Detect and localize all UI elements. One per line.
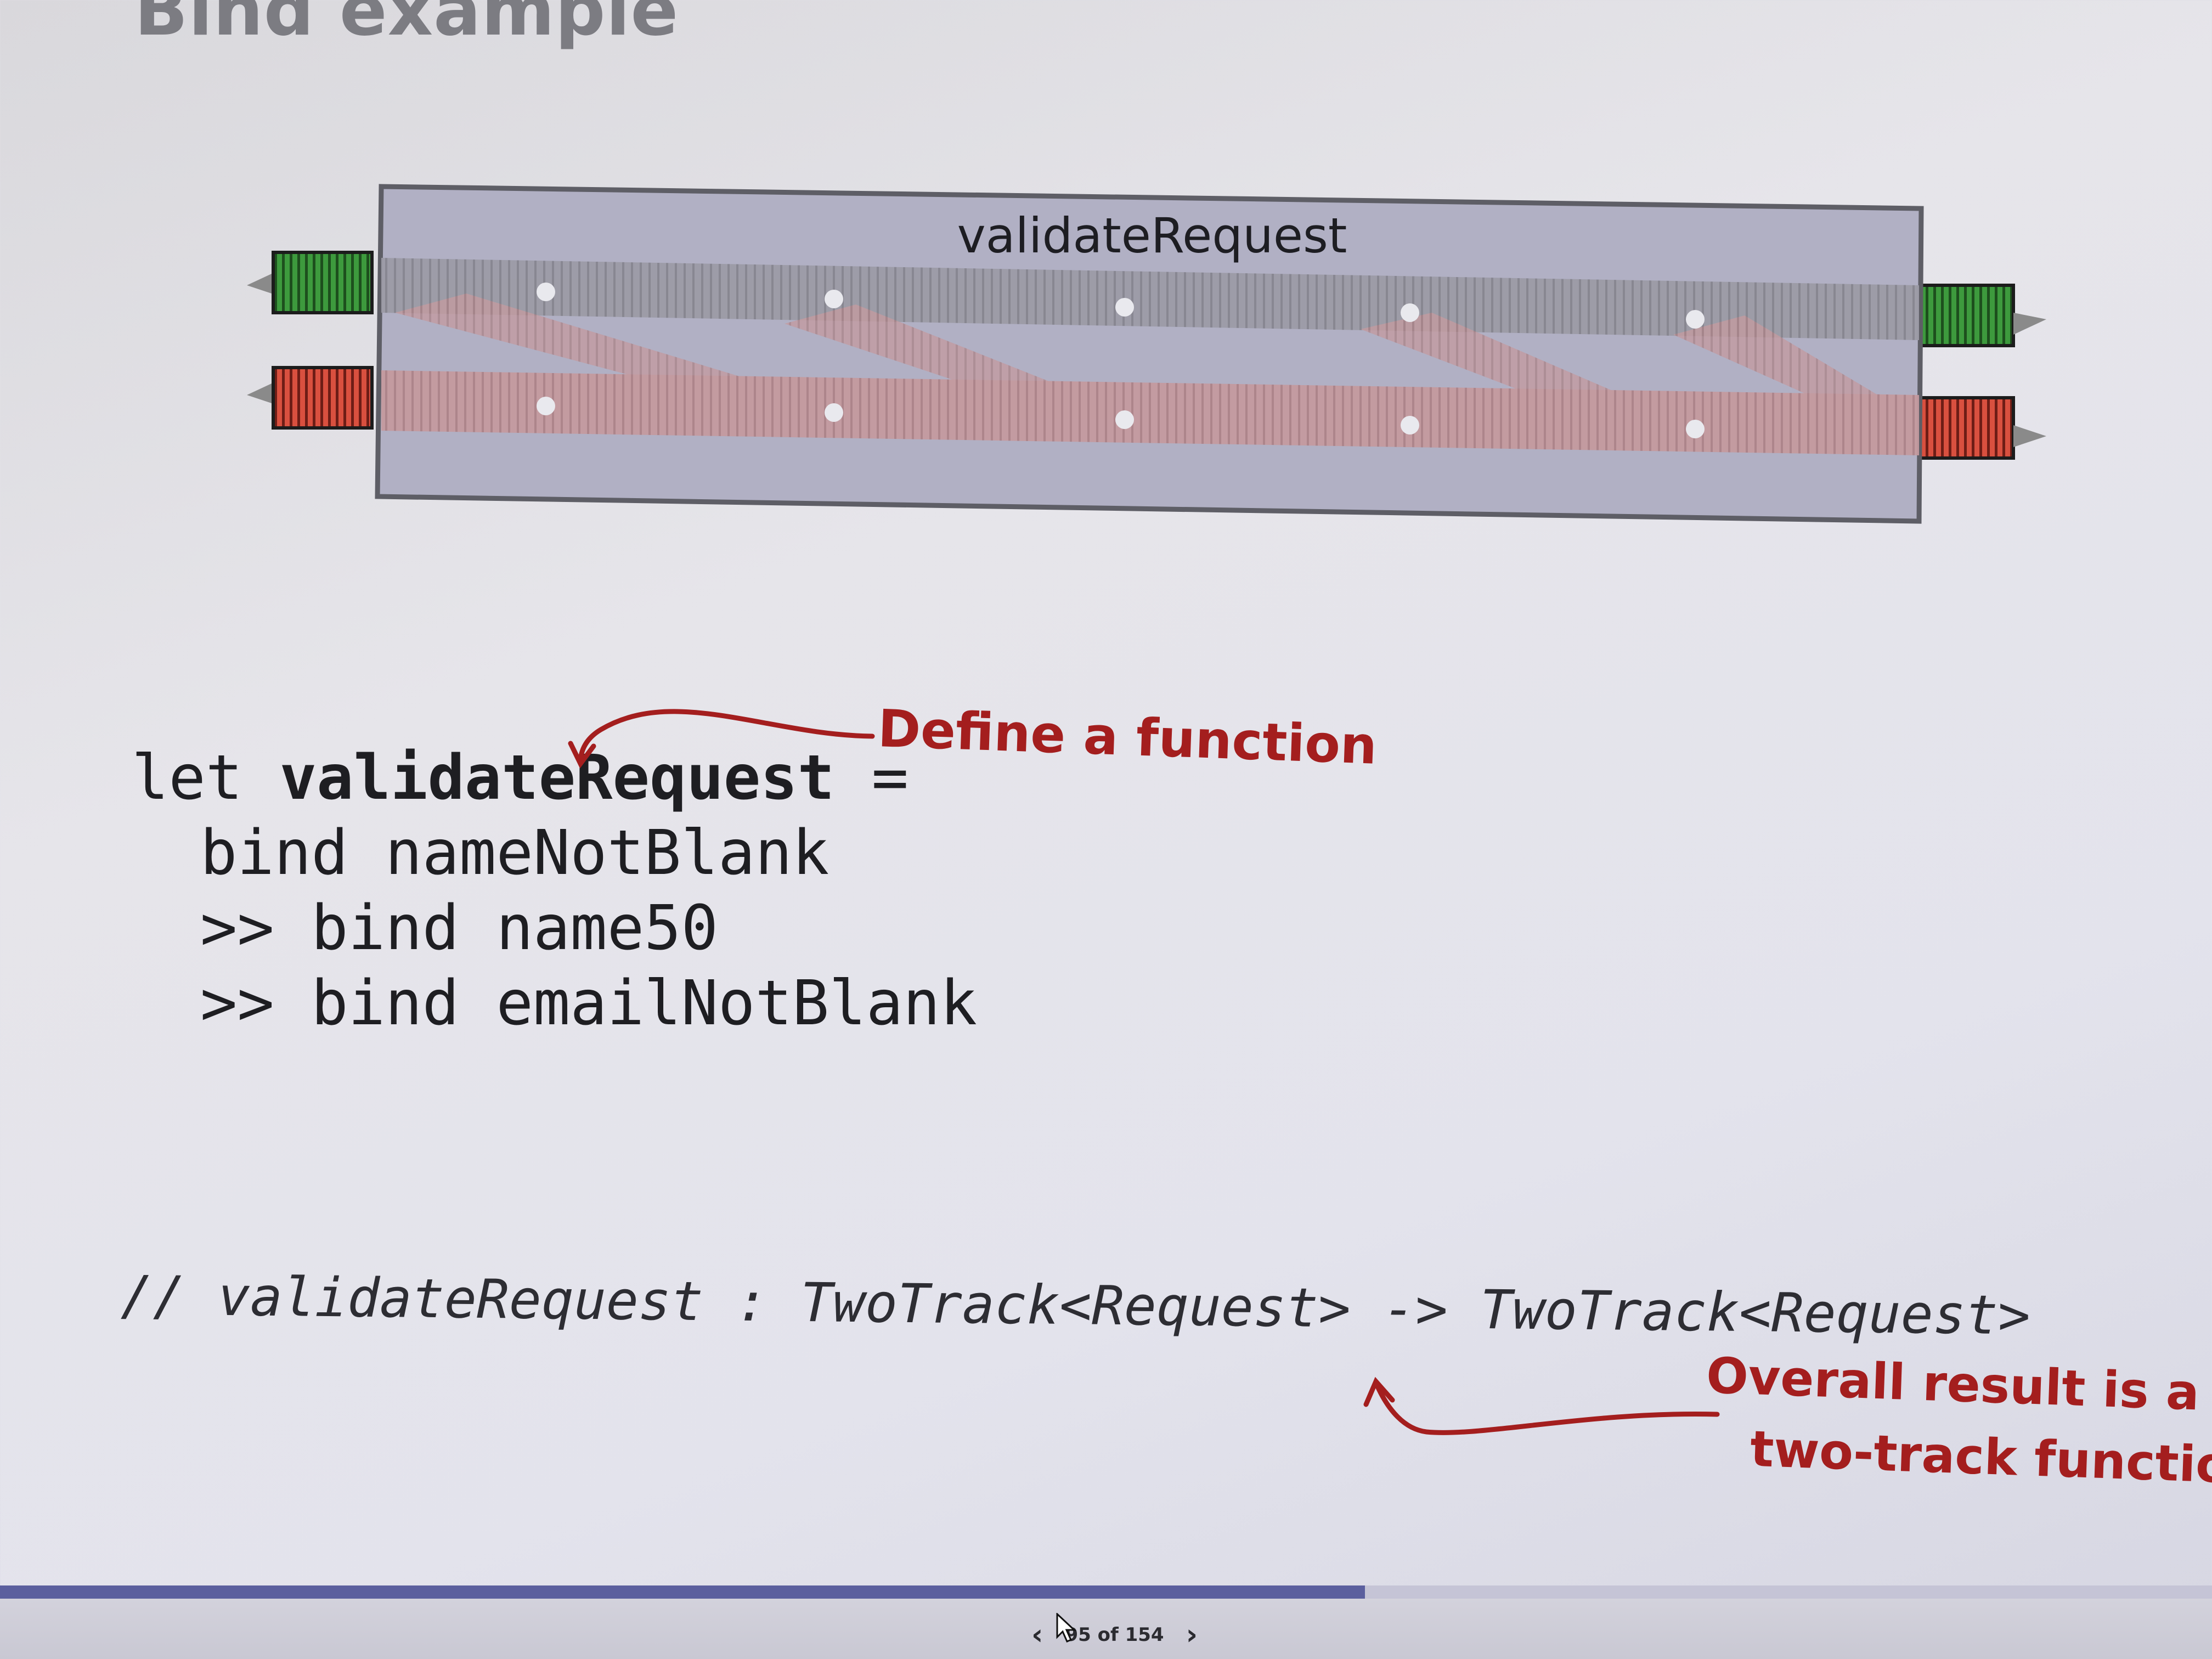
left-success-stub: [247, 251, 374, 314]
right-success-stub: [1913, 284, 2046, 347]
code-keyword-let: let: [132, 742, 280, 814]
mouse-cursor-icon: [1056, 1613, 1076, 1643]
railway-diagram-svg: validateRequest: [247, 184, 2046, 524]
slide-pager: ‹ 95 of 154 ›: [1031, 1618, 1198, 1651]
code-line-bind-email-not-blank: >> bind emailNotBlank: [200, 968, 978, 1039]
code-block: let validateRequest = bind nameNotBlank …: [132, 741, 977, 1041]
type-signature-comment: // validateRequest : TwoTrack<Request> -…: [120, 1265, 2031, 1347]
presentation-footer: [0, 1599, 2212, 1659]
slide-progress-fill: [0, 1585, 1365, 1599]
code-function-name: validateRequest: [279, 742, 835, 814]
right-failure-stub: [1913, 396, 2046, 460]
annotation-overall-result-line2: two-track function: [1749, 1420, 2212, 1496]
code-line-bind-name-not-blank: bind nameNotBlank: [200, 817, 830, 889]
two-track-diagram: validateRequest: [236, 176, 2063, 538]
slide-title: Bind example: [134, 0, 679, 52]
next-slide-button[interactable]: ›: [1186, 1618, 1198, 1651]
page-indicator: 95 of 154: [1065, 1624, 1164, 1646]
annotation-overall-result-line1: Overall result is a new: [1705, 1347, 2200, 1422]
left-failure-stub: [247, 366, 374, 430]
arrow-overall-result: [1363, 1376, 1720, 1435]
function-box-label: validateRequest: [957, 207, 1347, 264]
code-equals: =: [834, 742, 909, 814]
code-line-let: let validateRequest =: [132, 741, 977, 816]
code-line-bind-name50: >> bind name50: [200, 893, 719, 964]
junction-dots: [537, 283, 1705, 438]
previous-slide-button[interactable]: ‹: [1031, 1618, 1043, 1651]
inner-tracks: [381, 258, 1919, 455]
slide-progress-bar: [0, 1585, 2212, 1599]
